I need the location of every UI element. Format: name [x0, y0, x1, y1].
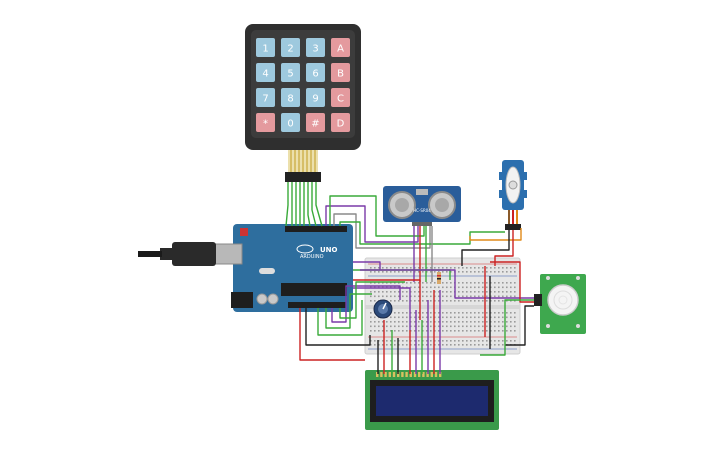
resistor: [437, 272, 441, 284]
atmega-chip: [281, 283, 347, 296]
keypad-key[interactable]: [306, 38, 325, 57]
keypad-key[interactable]: [281, 113, 300, 132]
arduino-logo-icon: [296, 244, 314, 254]
keypad-key[interactable]: [281, 63, 300, 82]
keypad-keys: 1 2 3 A 4 5 6 B 7 8 9 C * 0 # D: [256, 38, 350, 132]
wire-servo-red: [494, 230, 514, 266]
wire-ultra-purple: [325, 205, 419, 243]
wire-ard-bb-1: [353, 261, 381, 270]
digital-header: [285, 226, 347, 232]
keypad-key-label: #: [311, 119, 319, 130]
wire-keypad-8: [315, 182, 323, 227]
keypad-key-label: D: [337, 119, 345, 130]
arduino-logo-text: ARDUINO: [300, 254, 324, 260]
keypad-face: [251, 30, 355, 138]
keypad-key-label: C: [337, 94, 344, 105]
keypad-key-label: 7: [262, 94, 268, 105]
keypad-key-label: B: [337, 69, 344, 80]
keypad: 1 2 3 A 4 5 6 B 7 8 9 C * 0 # D: [245, 24, 361, 182]
pir-sensor: [534, 274, 586, 334]
wire-a-2: [305, 308, 371, 346]
keypad-key-label: 6: [312, 69, 318, 80]
keypad-key[interactable]: [306, 88, 325, 107]
usb-cable: [138, 251, 162, 257]
keypad-key[interactable]: [331, 88, 350, 107]
keypad-key[interactable]: [306, 63, 325, 82]
keypad-key-label: 8: [287, 94, 293, 105]
usb-plug: [172, 242, 216, 266]
keypad-key[interactable]: [256, 63, 275, 82]
servo-connector: [505, 224, 521, 230]
keypad-key-label: 3: [312, 44, 318, 55]
keypad-key[interactable]: [281, 88, 300, 107]
wire-ultra-green: [329, 195, 425, 237]
wire-a-5: [331, 285, 401, 323]
pir-dome: [547, 284, 579, 316]
keypad-key-label: 2: [287, 44, 293, 55]
power-jack: [231, 292, 253, 308]
wire-a-3: [317, 300, 363, 336]
wire-a-4: [325, 293, 372, 329]
keypad-key-label: 4: [262, 69, 268, 80]
arduino-model-text: UNO: [320, 246, 338, 254]
ultrasonic-label: HC-SR04: [413, 208, 431, 213]
wire-pir-red: [490, 261, 534, 303]
wire-a-1: [299, 308, 365, 361]
wire-pir-green: [480, 299, 534, 356]
keypad-key[interactable]: [331, 113, 350, 132]
breadboard: [364, 257, 521, 355]
ultrasonic-sensor: HC-SR04: [383, 186, 461, 226]
keypad-key[interactable]: [331, 38, 350, 57]
wires: [285, 182, 534, 374]
wire-keypad-6: [307, 182, 311, 227]
keypad-key[interactable]: [281, 38, 300, 57]
keypad-key[interactable]: [256, 38, 275, 57]
keypad-key[interactable]: [256, 88, 275, 107]
wire-servo-brown: [461, 230, 510, 266]
wire-servo-orange: [469, 228, 522, 241]
keypad-key[interactable]: [256, 113, 275, 132]
keypad-key[interactable]: [331, 63, 350, 82]
lcd-pins: [376, 372, 442, 377]
breadboard-holes: [370, 267, 516, 346]
keypad-ribbon: [285, 150, 321, 182]
wire-keypad-1: [285, 182, 289, 227]
wire-servo-green: [339, 221, 505, 245]
keypad-key-label: 0: [287, 119, 293, 130]
wire-a-6: [339, 281, 405, 319]
wire-pir-purple: [360, 269, 534, 299]
servo-motor: [499, 160, 527, 230]
keypad-connector: [285, 172, 321, 182]
arduino-uno: ARDUINO UNO: [138, 224, 353, 312]
keypad-key-label: 9: [312, 94, 318, 105]
usb-port: [213, 243, 243, 265]
keypad-key-label: 5: [287, 69, 293, 80]
reset-button: [240, 228, 248, 236]
wire-keypad-7: [311, 182, 317, 227]
lcd-display: [365, 370, 499, 430]
lcd-screen: [376, 386, 488, 416]
wire-pir-black: [505, 305, 534, 346]
keypad-key[interactable]: [306, 113, 325, 132]
keypad-key-label: *: [263, 119, 268, 130]
potentiometer: [373, 299, 393, 319]
keypad-key-label: A: [337, 44, 344, 55]
wire-ard-bb-3: [353, 279, 421, 320]
wire-ard-bb-4: [353, 287, 411, 330]
keypad-key-label: 1: [262, 44, 268, 55]
analog-header: [288, 302, 346, 308]
